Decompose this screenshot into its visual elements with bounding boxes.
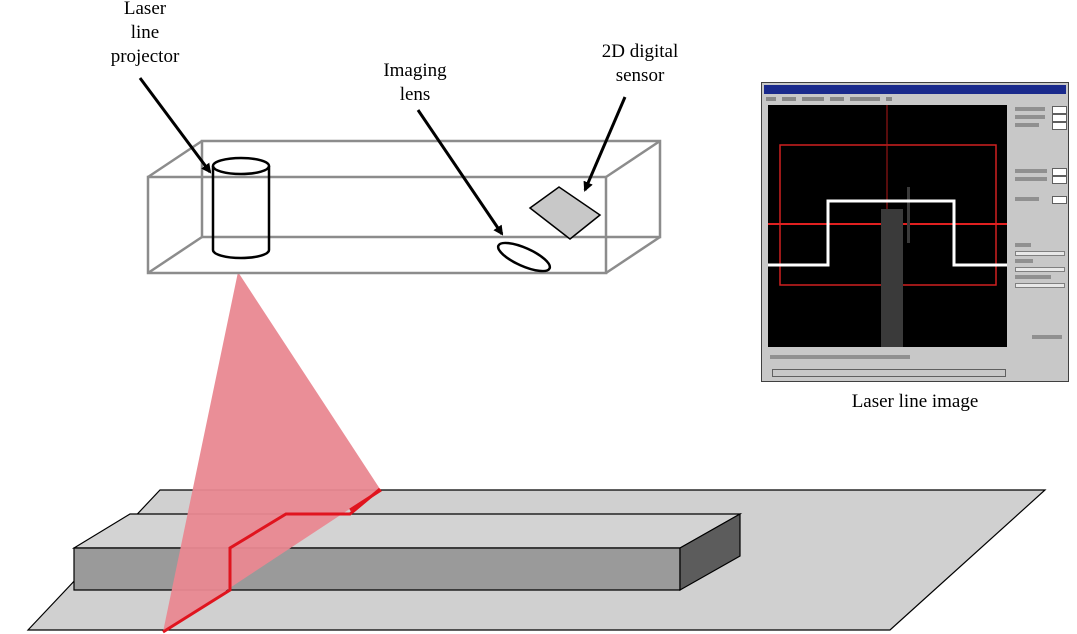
parameter-panel — [1012, 105, 1068, 350]
param-label — [1015, 275, 1051, 279]
shadow-band-small — [907, 187, 910, 243]
arrow-sensor — [583, 96, 627, 192]
menu-item — [850, 97, 880, 101]
block-top-face — [71, 513, 743, 549]
imaging-lens — [496, 241, 552, 273]
param-label — [1015, 115, 1045, 119]
laser-plane — [163, 272, 380, 632]
threshold-slider[interactable] — [1015, 283, 1065, 288]
housing-box — [146, 139, 662, 275]
menu-item — [886, 97, 892, 101]
offset-slider[interactable] — [1015, 267, 1065, 272]
window-menu-bar — [766, 95, 1066, 103]
param-label — [1015, 259, 1033, 263]
arrow-projector — [138, 77, 212, 174]
param-label — [1015, 243, 1031, 247]
param-label — [1015, 197, 1039, 201]
label-laser-line-image: Laser line image — [851, 391, 979, 412]
block-side-face — [679, 512, 741, 592]
laser-line-base-segment — [349, 488, 382, 512]
param-label — [1015, 169, 1047, 173]
label-imaging-lens: Imaging lens — [383, 60, 447, 105]
units-label — [1032, 335, 1062, 339]
block-front-face — [73, 547, 681, 591]
param-label — [1015, 177, 1047, 181]
progress-bar — [772, 369, 1006, 377]
projector-cylinder — [211, 156, 271, 260]
laser-profile — [768, 199, 1007, 267]
arrow-lens — [416, 109, 504, 236]
param-value — [1052, 122, 1067, 130]
param-value — [1052, 176, 1067, 184]
label-2d-digital-sensor: 2D digital sensor — [601, 41, 679, 86]
menu-item — [782, 97, 796, 101]
laser-line — [162, 487, 381, 634]
param-value — [1052, 106, 1067, 114]
status-text — [770, 353, 1010, 359]
digital-sensor — [528, 186, 602, 240]
shadow-band — [881, 209, 903, 347]
param-value — [1052, 168, 1067, 176]
param-value — [1052, 114, 1067, 122]
param-label — [1015, 123, 1039, 127]
param-label — [1015, 107, 1045, 111]
label-laser-line-projector: Laser line projector — [110, 0, 180, 67]
param-value — [1052, 196, 1067, 204]
laser-line-image-window — [761, 82, 1069, 382]
window-title-bar — [764, 85, 1066, 94]
gain-slider[interactable] — [1015, 251, 1065, 256]
menu-item — [766, 97, 776, 101]
menu-item — [830, 97, 844, 101]
laser-image-view — [768, 105, 1007, 347]
menu-item — [802, 97, 824, 101]
